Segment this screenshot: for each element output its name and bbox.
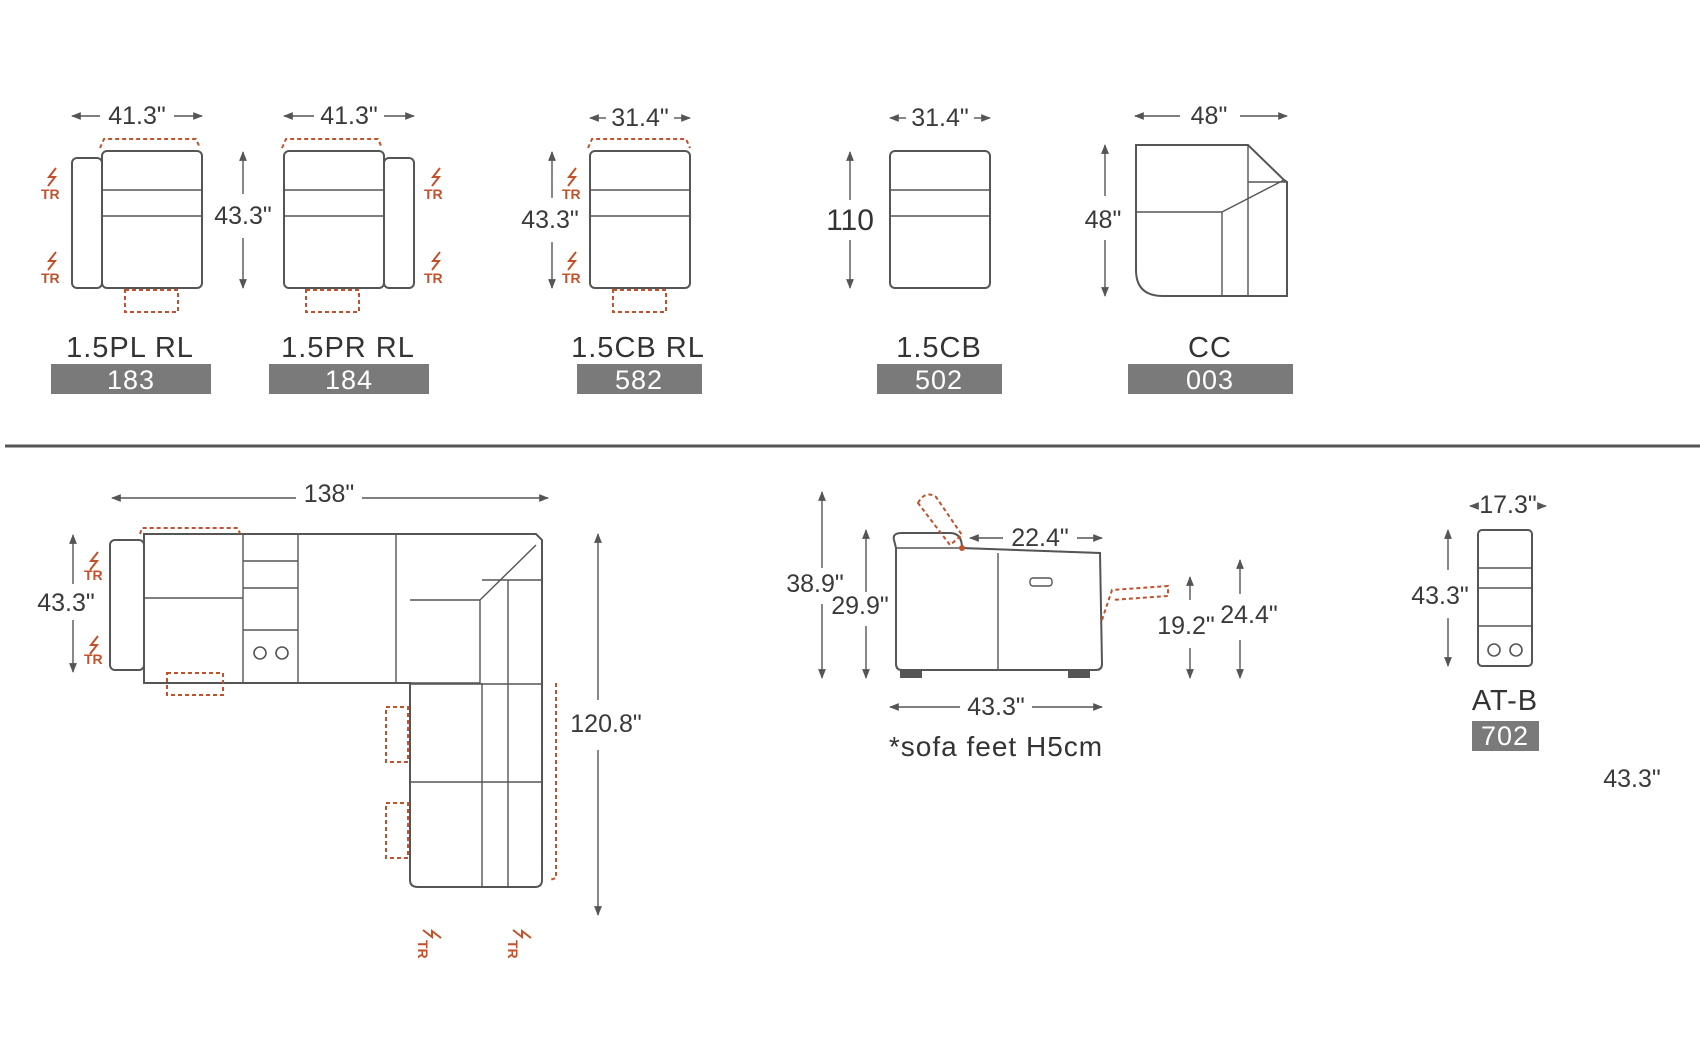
sectional-layout: 138" 43.3" TR TR 120.8" TR TR [37,480,641,959]
width-label: 41.3" [108,102,166,130]
width-label: 31.4" [911,104,969,132]
depth-label: 43.3" [214,202,272,230]
sectional-length-label: 120.8" [570,710,641,738]
depth-label: 43.3" [1411,582,1469,610]
module-code-badge: 702 [1481,721,1529,751]
seat-depth-label: 22.4" [1011,524,1069,552]
footrest-low-label: 19.2" [1157,612,1215,640]
module-code-badge: 003 [1186,365,1234,395]
width-label: 41.3" [320,102,378,130]
width-label: 31.4" [611,104,669,132]
side-elevation: 38.9" 29.9" 22.4" 19.2" 24.4" 43.3" *sof… [786,491,1278,762]
svg-text:TR: TR [562,186,581,202]
sectional-depth-label: 43.3" [37,589,95,617]
width-label: 48" [1191,102,1228,130]
module-at-b: 17.3" 43.3" AT-B 702 [1411,491,1547,751]
module-1-5pr-rl: 41.3" TR TR 1.5PR RL 184 [269,102,443,395]
svg-text:TR: TR [562,270,581,286]
module-1-5pl-rl: 41.3" TR TR 1.5PL RL 183 [41,102,211,395]
svg-text:TR: TR [41,186,60,202]
width-label: 17.3" [1479,491,1537,519]
module-name: 1.5PL RL [66,332,194,364]
module-code-badge: 502 [915,365,963,395]
back-height-label: 29.9" [831,592,889,620]
svg-text:TR: TR [84,651,103,667]
total-height-label: 38.9" [786,570,844,598]
sectional-width-label: 138" [304,480,355,508]
side-depth-label: 43.3" [967,693,1025,721]
svg-text:TR: TR [41,270,60,286]
module-name: 1.5CB [896,332,982,364]
module-name: 1.5CB RL [571,332,705,364]
module-code-badge: 183 [107,365,155,395]
depth-label: 48" [1085,206,1122,234]
module-cc: 48" 48" CC 003 [1085,102,1293,395]
module-name: AT-B [1472,685,1538,717]
svg-text:TR: TR [424,270,443,286]
svg-text:TR: TR [424,186,443,202]
svg-text:TR: TR [84,567,103,583]
depth-dimension-1: 43.3" [214,151,272,289]
stray-dimension-label: 43.3" [1603,765,1661,793]
module-1-5cb: 31.4" 110 1.5CB 502 [826,104,1002,395]
depth-label: 43.3" [521,206,579,234]
module-code-badge: 582 [615,365,663,395]
svg-text:TR: TR [415,940,431,959]
svg-text:TR: TR [505,940,521,959]
module-name: 1.5PR RL [281,332,415,364]
feet-note: *sofa feet H5cm [889,731,1103,762]
module-1-5cb-rl: 31.4" 43.3" TR TR 1.5CB RL 582 [521,104,705,395]
footrest-high-label: 24.4" [1220,601,1278,629]
module-code-badge: 184 [325,365,373,395]
depth-label: 110 [826,204,874,237]
module-name: CC [1188,332,1232,364]
